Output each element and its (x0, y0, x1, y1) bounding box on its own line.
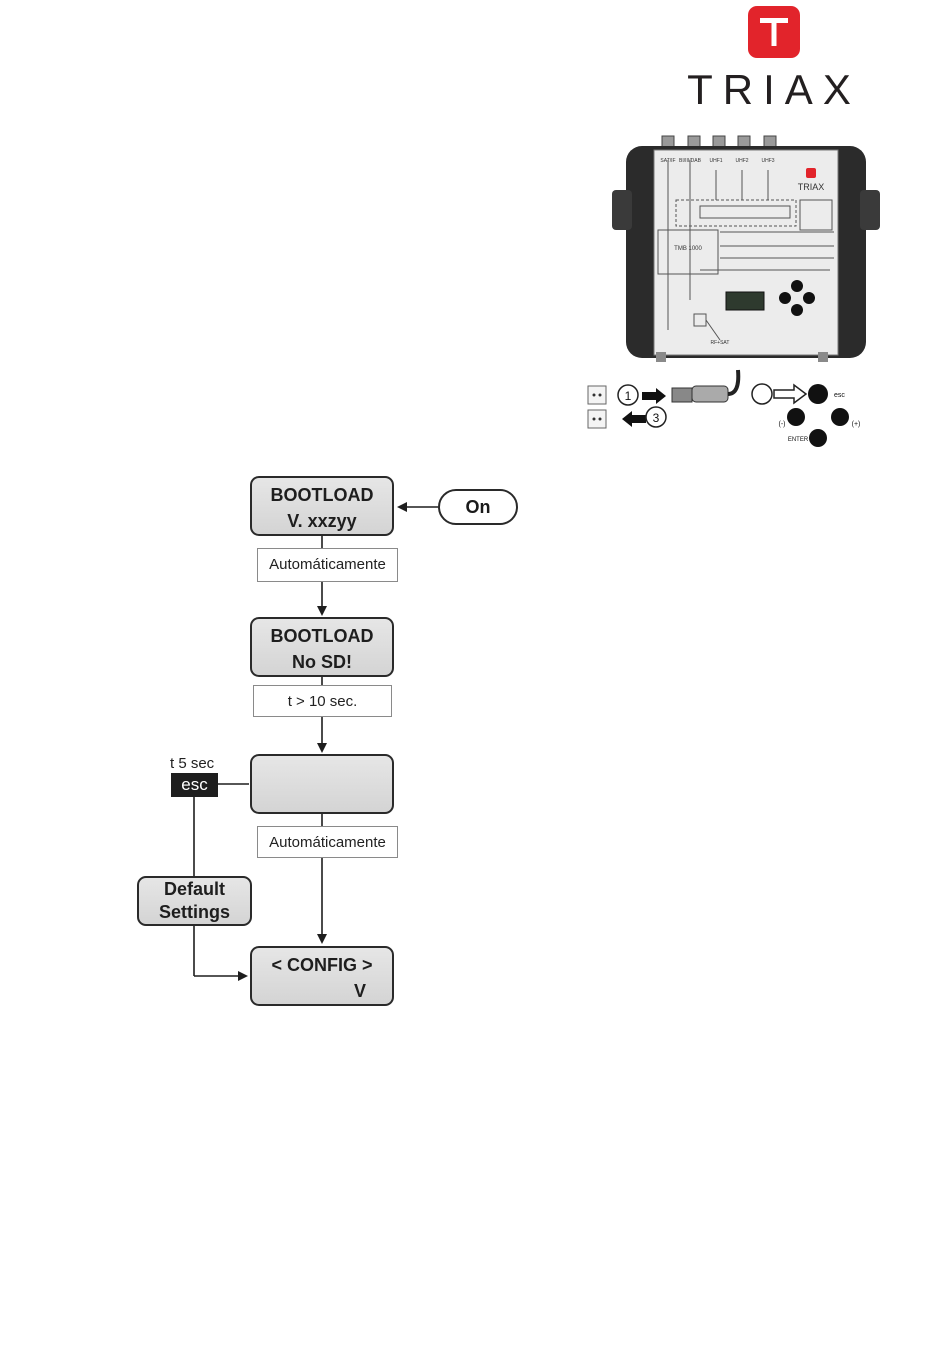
blank-display-box (250, 754, 394, 814)
auto-note-1: Automáticamente (257, 548, 398, 582)
bootload-nosd-box: BOOTLOAD No SD! (250, 617, 394, 677)
esc-button[interactable]: esc (171, 773, 218, 797)
esc-time-label: t 5 sec (170, 755, 214, 772)
on-button[interactable]: On (438, 489, 518, 525)
timeout-note: t > 10 sec. (253, 685, 392, 717)
auto-note-2: Automáticamente (257, 826, 398, 858)
bootload-version-box: BOOTLOAD V. xxzyy (250, 476, 394, 536)
config-box: < CONFIG > V (250, 946, 394, 1006)
default-settings-box: Default Settings (137, 876, 252, 926)
